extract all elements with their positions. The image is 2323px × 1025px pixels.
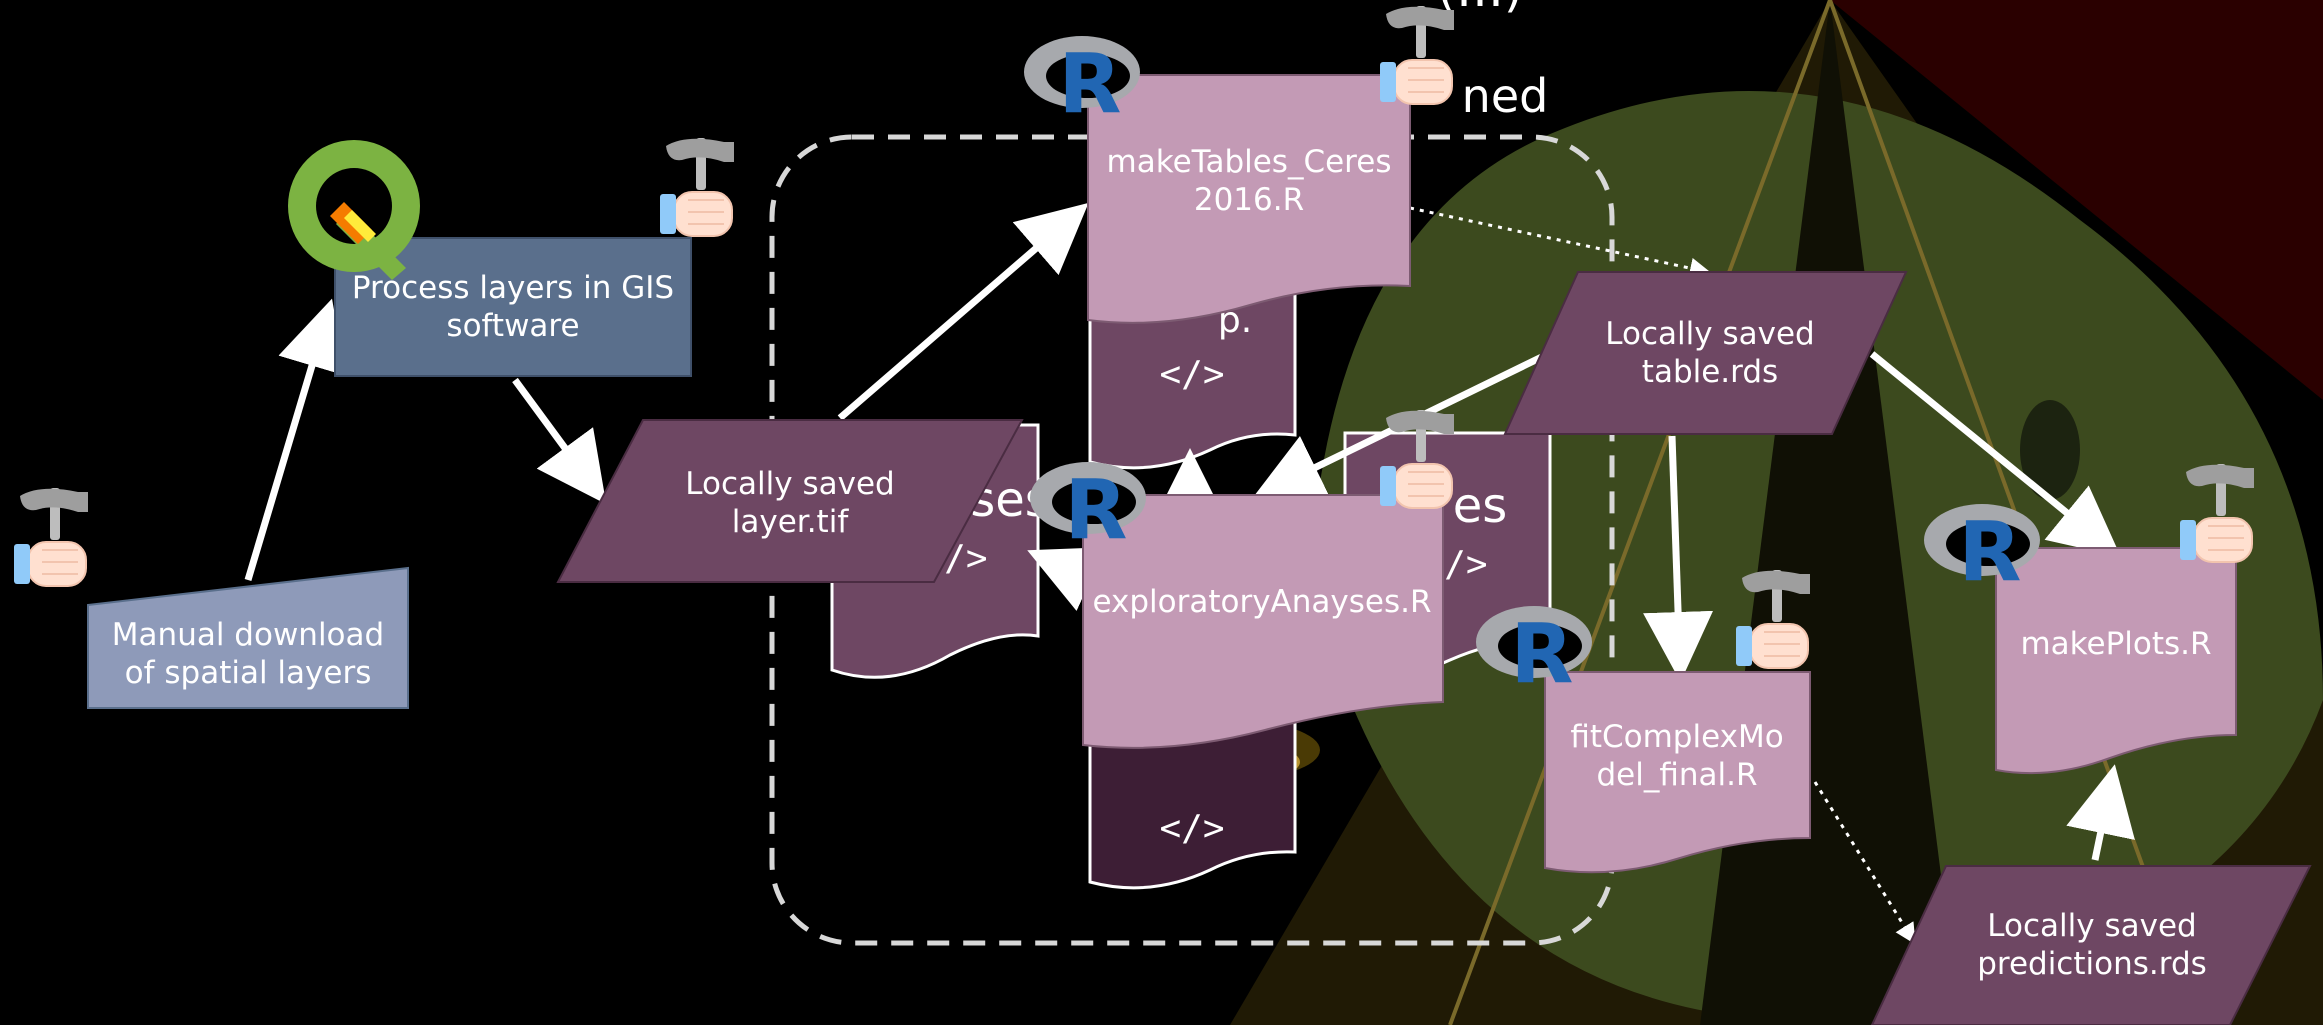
svg-text:Locally saved: Locally saved — [1605, 316, 1814, 352]
svg-text:Locally saved: Locally saved — [1987, 908, 2196, 944]
svg-text:es: es — [1453, 478, 1508, 534]
arrow-tif-to-maketables — [837, 202, 1089, 421]
node-layer-tif: Locally saved layer.tif — [556, 419, 1024, 583]
svg-text:</>: </> — [1159, 808, 1224, 849]
arrow-predictions-to-plots — [2066, 764, 2135, 861]
svg-text:table.rds: table.rds — [1642, 354, 1778, 390]
qgis-logo-icon — [288, 140, 420, 280]
svg-text:makePlots.R: makePlots.R — [2020, 626, 2211, 662]
arrow-maketables-to-table — [1409, 206, 1711, 279]
svg-text:2016.R: 2016.R — [1194, 182, 1304, 218]
svg-text:exploratoryAnayses.R: exploratoryAnayses.R — [1092, 584, 1431, 620]
arrow-download-to-gis — [244, 298, 346, 582]
arrow-exploratory-to-leftdoc — [1027, 547, 1106, 611]
svg-text:Process layers in GIS: Process layers in GIS — [352, 270, 674, 306]
arrow-fit-to-predictions — [1813, 781, 1916, 945]
svg-text:software: software — [446, 308, 579, 344]
node-make-plots: makePlots.R — [1995, 547, 2237, 775]
node-fit-complex: fitComplexMo del_final.R — [1544, 671, 1811, 874]
node-process-gis: Process layers in GIS software — [334, 237, 692, 377]
node-manual-download: Manual download of spatial layers — [87, 566, 409, 709]
svg-text:layer.tif: layer.tif — [732, 504, 850, 540]
hammer-icon — [659, 137, 735, 237]
header-side-text: ned — [1462, 69, 1549, 123]
arrow-table-to-fit — [1643, 435, 1714, 682]
connectors — [244, 202, 2135, 945]
svg-text:Manual download: Manual download — [112, 617, 384, 653]
node-make-tables: makeTables_Ceres 2016.R — [1087, 74, 1411, 324]
arrow-table-to-plots — [1869, 351, 2121, 557]
svg-text:Locally saved: Locally saved — [685, 466, 894, 502]
node-exploratory: exploratoryAnayses.R — [1082, 494, 1444, 749]
hammer-icon — [13, 487, 89, 587]
bg-doc-bottom: </> — [1088, 718, 1297, 890]
svg-text:</>: </> — [1159, 354, 1224, 395]
svg-text:of spatial layers: of spatial layers — [125, 655, 372, 691]
header-cut-text: (…) — [1437, 0, 1522, 18]
svg-text:makeTables_Ceres: makeTables_Ceres — [1107, 144, 1392, 180]
svg-text:predictions.rds: predictions.rds — [1977, 946, 2207, 982]
node-predictions-rds: Locally saved predictions.rds — [1870, 865, 2312, 1025]
svg-text:del_final.R: del_final.R — [1596, 757, 1757, 793]
arrow-gis-to-tif — [512, 377, 607, 505]
hammer-icon — [1379, 5, 1455, 105]
svg-text:fitComplexMo: fitComplexMo — [1570, 719, 1783, 755]
node-table-rds: Locally saved table.rds — [1503, 271, 1908, 435]
